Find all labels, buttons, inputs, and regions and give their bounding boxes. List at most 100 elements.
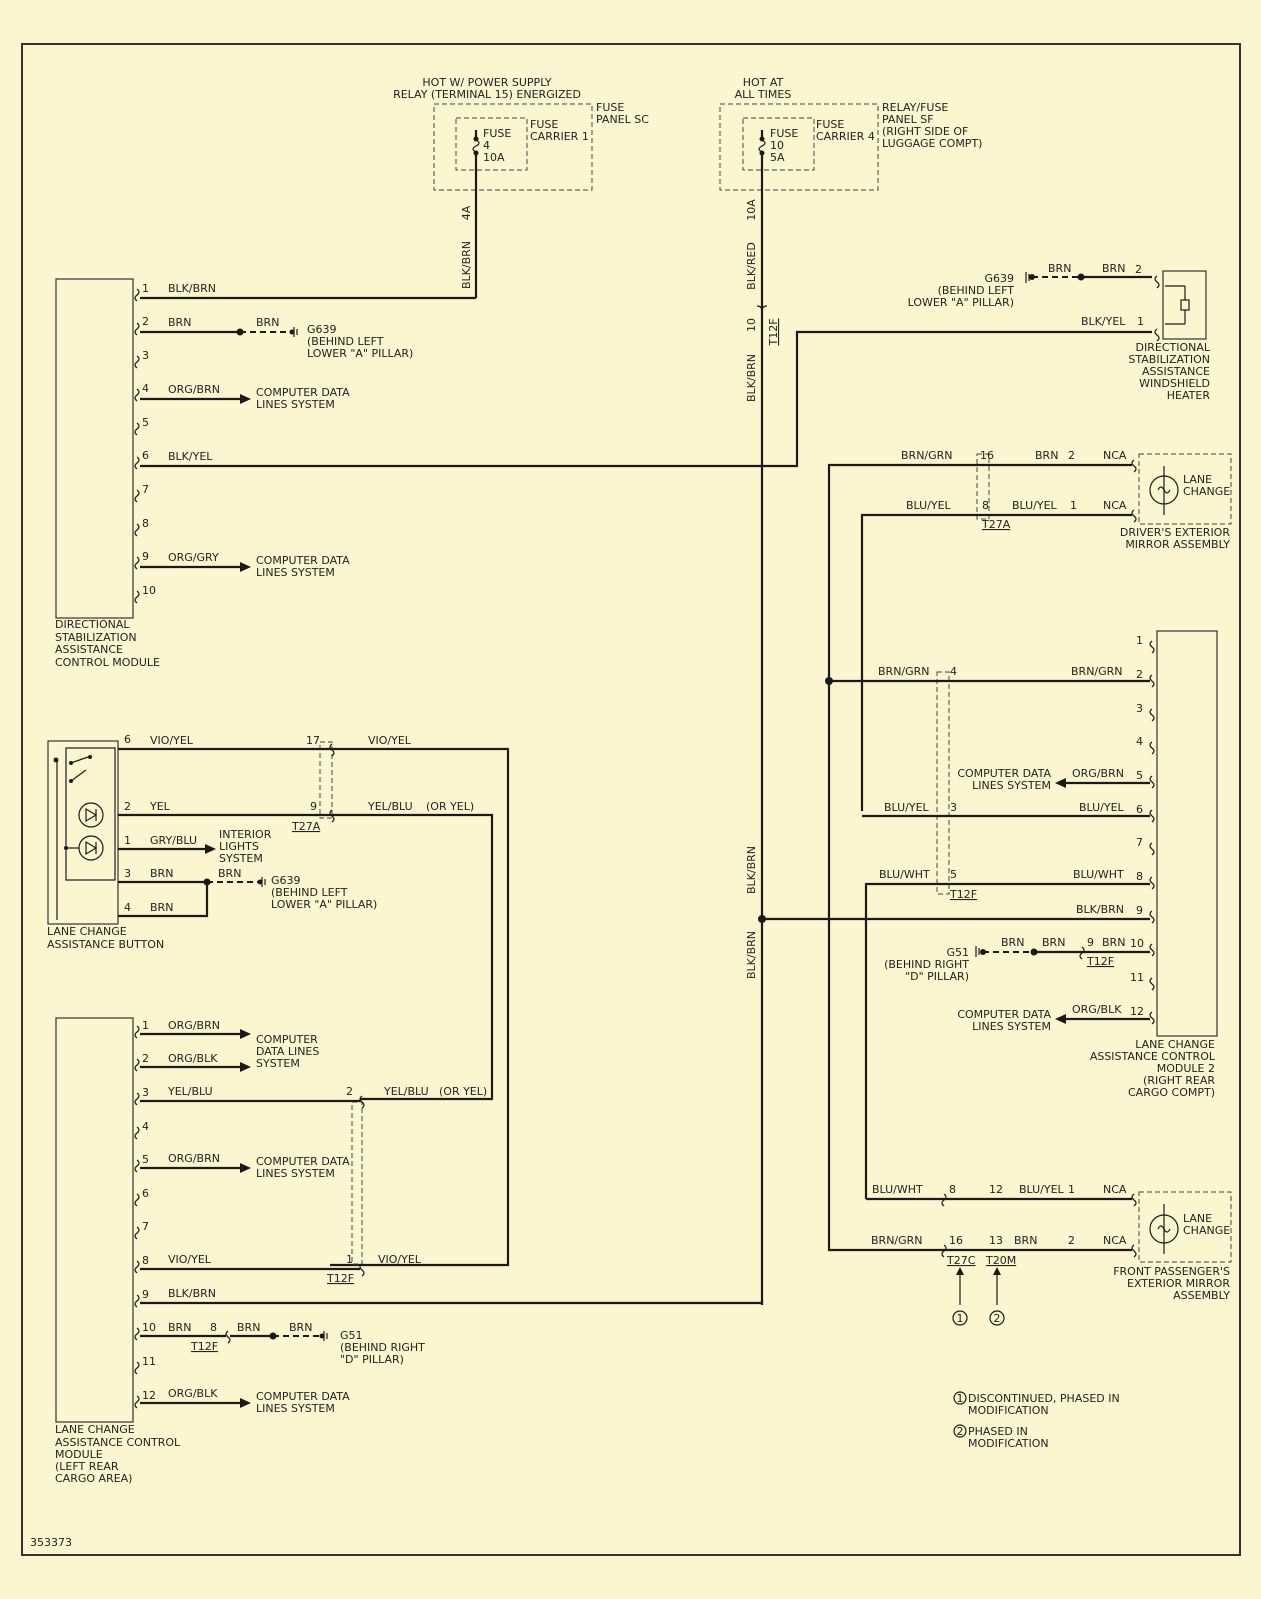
wire-label: ORG/BRN — [1072, 767, 1124, 780]
wire-label: BRN — [150, 901, 173, 914]
wire-blk-brn-9 — [140, 1300, 764, 1305]
figure-id: 353373 — [30, 1536, 72, 1549]
cdl-label: LINES SYSTEM — [256, 566, 335, 579]
pin-number: 5 — [142, 416, 149, 429]
pin-number: 1 — [1068, 1183, 1075, 1196]
note-marker-number: 2 — [994, 1312, 1001, 1325]
wire-label: BLU/WHT — [1073, 868, 1124, 881]
drivers-exterior-mirror: LANE CHANGE BRN/GRN 16 BRN 2 NCA BLU/YEL… — [827, 449, 1232, 811]
button-box — [47, 740, 119, 925]
pass-mirror-box — [1138, 1191, 1232, 1263]
wire-label: VIO/YEL — [168, 1253, 212, 1266]
note-text: DISCONTINUED, PHASED IN — [968, 1392, 1120, 1405]
carrier-4-label-2: CARRIER 4 — [816, 130, 875, 143]
panel-sf-label-4: LUGGAGE COMPT) — [882, 137, 982, 150]
carrier-1-label-2: CARRIER 1 — [530, 130, 589, 143]
pin-number: 1 — [142, 282, 149, 295]
pin-number: 2 — [142, 1052, 149, 1065]
component-label: LANE CHANGE — [1135, 1038, 1215, 1051]
nca-label: NCA — [1103, 449, 1127, 462]
lane-change-module-2: 1 2 3 4 5 6 7 8 9 10 11 12 BRN/GRN 4 BRN… — [762, 630, 1218, 1199]
pin-number: 3 — [142, 1086, 149, 1099]
component-label: CARGO COMPT) — [1128, 1086, 1215, 1099]
nca-label: NCA — [1103, 1183, 1127, 1196]
pin-number: 11 — [1130, 971, 1144, 984]
pin-number: 8 — [949, 1183, 956, 1196]
lamp-label: LANE — [1183, 473, 1212, 486]
wire-label: BRN — [1102, 936, 1125, 949]
panel-sf-label: RELAY/FUSE — [882, 101, 948, 114]
pin-number: 2 — [1136, 668, 1143, 681]
wire-label: BRN — [168, 316, 191, 329]
heater-element-icon — [1180, 299, 1190, 311]
wire-label: BLU/YEL — [884, 801, 930, 814]
wire-label: BLK/BRN — [1076, 903, 1124, 916]
wire-label: YEL/BLU — [383, 1085, 429, 1098]
dsa-module-box — [55, 278, 134, 619]
arrow-icon — [1055, 778, 1066, 788]
wire-label: ORG/BRN — [168, 383, 220, 396]
wire-label: BLK/BRN — [745, 354, 758, 402]
connector-t12f-box — [351, 1101, 363, 1265]
pin-number: 3 — [1136, 702, 1143, 715]
pin-number: 8 — [982, 499, 989, 512]
wire-label: BRN/GRN — [1071, 665, 1123, 678]
connector-t12f: T12F — [949, 888, 977, 901]
wire-label: VIO/YEL — [378, 1253, 422, 1266]
carrier-4-label: FUSE — [816, 118, 844, 131]
pin-number: 2 — [1135, 263, 1142, 276]
pin-number: 3 — [124, 867, 131, 880]
ground-label: G51 — [946, 946, 969, 959]
wire-label: BRN — [1048, 262, 1071, 275]
fuse-carrier-1-box — [455, 117, 528, 171]
ground-label: G639 — [271, 874, 301, 887]
cdl-label: LINES SYSTEM — [972, 1020, 1051, 1033]
ground-icon — [257, 877, 266, 887]
ground-label: "D" PILLAR) — [905, 970, 969, 983]
cdl-label: COMPUTER DATA — [957, 767, 1051, 780]
wire-yel-blu — [118, 813, 494, 1101]
pin-number: 7 — [142, 1220, 149, 1233]
connector-t12f: T12F — [1086, 955, 1114, 968]
wire-label: BRN — [1014, 1234, 1037, 1247]
note-text: MODIFICATION — [968, 1404, 1049, 1417]
pin-number: 4 — [142, 382, 149, 395]
component-label: MODULE — [55, 1448, 103, 1461]
pin-number: 12 — [989, 1183, 1003, 1196]
led-icon — [78, 835, 104, 861]
ground-label: "D" PILLAR) — [340, 1353, 404, 1366]
cdl-label: COMPUTER DATA — [256, 554, 350, 567]
wire-label: BLK/BRN — [460, 241, 473, 289]
pin-number: 2 — [142, 315, 149, 328]
note-number: 2 — [957, 1425, 964, 1438]
note-text: MODIFICATION — [968, 1437, 1049, 1450]
wire-label: BLK/BRN — [745, 931, 758, 979]
carrier-1-label: FUSE — [530, 118, 558, 131]
wire-label: BLU/YEL — [1079, 801, 1125, 814]
pin-number: 6 — [124, 733, 131, 746]
pin-number: 16 — [980, 449, 994, 462]
ground-label: (BEHIND LEFT — [271, 886, 348, 899]
component-label: LANE CHANGE — [47, 925, 127, 938]
arrow-icon — [240, 1029, 251, 1039]
ground-label: (BEHIND RIGHT — [884, 958, 969, 971]
fuse-10-rating: 5A — [770, 151, 785, 164]
component-label: MODULE 2 — [1157, 1062, 1215, 1075]
pin-number: 5 — [142, 1153, 149, 1166]
pin-number: 10 — [1130, 937, 1144, 950]
pin-number: 8 — [142, 1254, 149, 1267]
wire-label: BRN — [289, 1321, 312, 1334]
fuse-panel-sc-box — [433, 103, 593, 191]
fuse-sf-header-2: ALL TIMES — [735, 88, 792, 101]
pin-number: 11 — [142, 1355, 156, 1368]
wire-label: BRN — [150, 867, 173, 880]
component-label: STABILIZATION — [1128, 353, 1210, 366]
wire-label: BRN — [1035, 449, 1058, 462]
pin-number: 9 — [142, 1288, 149, 1301]
fuse-4-label: FUSE — [483, 127, 511, 140]
dsa-control-module: DIRECTIONAL STABILIZATION ASSISTANCE CON… — [55, 278, 1152, 669]
switch-icon — [70, 756, 89, 764]
wire-label: BRN/GRN — [871, 1234, 923, 1247]
cdl-label: LINES SYSTEM — [256, 1167, 335, 1180]
lca-module-box — [55, 1017, 134, 1423]
